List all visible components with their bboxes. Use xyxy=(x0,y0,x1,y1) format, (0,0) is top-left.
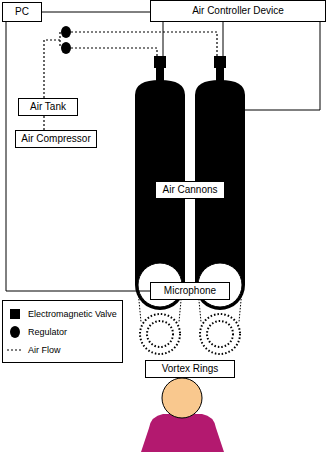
cannon-label-box: Air Cannons xyxy=(155,181,225,199)
legend-swatch xyxy=(7,343,23,357)
nozzle xyxy=(156,68,164,82)
tank-box: Air Tank xyxy=(18,98,78,116)
microphone-box: Microphone xyxy=(150,282,230,300)
controller-box: Air Controller Device xyxy=(150,0,326,22)
legend-swatch xyxy=(7,307,23,321)
connector-line xyxy=(6,22,150,291)
nozzle xyxy=(216,68,224,82)
node-label: Air Tank xyxy=(30,101,66,113)
connector-line xyxy=(43,116,44,130)
vortex-ring xyxy=(140,314,240,354)
node-label: Air Controller Device xyxy=(192,5,284,17)
connector-line xyxy=(42,12,150,13)
valve-symbol xyxy=(214,56,226,68)
regulator-symbol xyxy=(61,26,71,38)
node-label: PC xyxy=(15,6,29,18)
legend-label: Regulator xyxy=(28,327,67,338)
node-label: Vortex Rings xyxy=(162,363,219,375)
air-flow-lines xyxy=(44,32,217,98)
person-body xyxy=(141,414,224,452)
legend-row: Regulator xyxy=(7,323,117,341)
computer-box: PC xyxy=(2,2,42,22)
node-label: Microphone xyxy=(164,285,216,297)
person-head xyxy=(162,378,202,418)
legend-row: Electromagnetic Valve xyxy=(7,305,117,323)
legend-swatch xyxy=(7,325,23,339)
node-label: Air Cannons xyxy=(162,184,217,196)
regulator-symbol xyxy=(61,42,71,54)
legend-row: Air Flow xyxy=(7,341,117,359)
legend-label: Air Flow xyxy=(28,345,61,356)
compressor-box: Air Compressor xyxy=(15,130,97,148)
node-label: Air Compressor xyxy=(21,133,90,145)
valve-symbol xyxy=(154,56,166,68)
legend-label: Electromagnetic Valve xyxy=(28,309,117,320)
legend-box: Electromagnetic ValveRegulatorAir Flow xyxy=(2,300,123,363)
vortex-label-box: Vortex Rings xyxy=(145,360,235,378)
